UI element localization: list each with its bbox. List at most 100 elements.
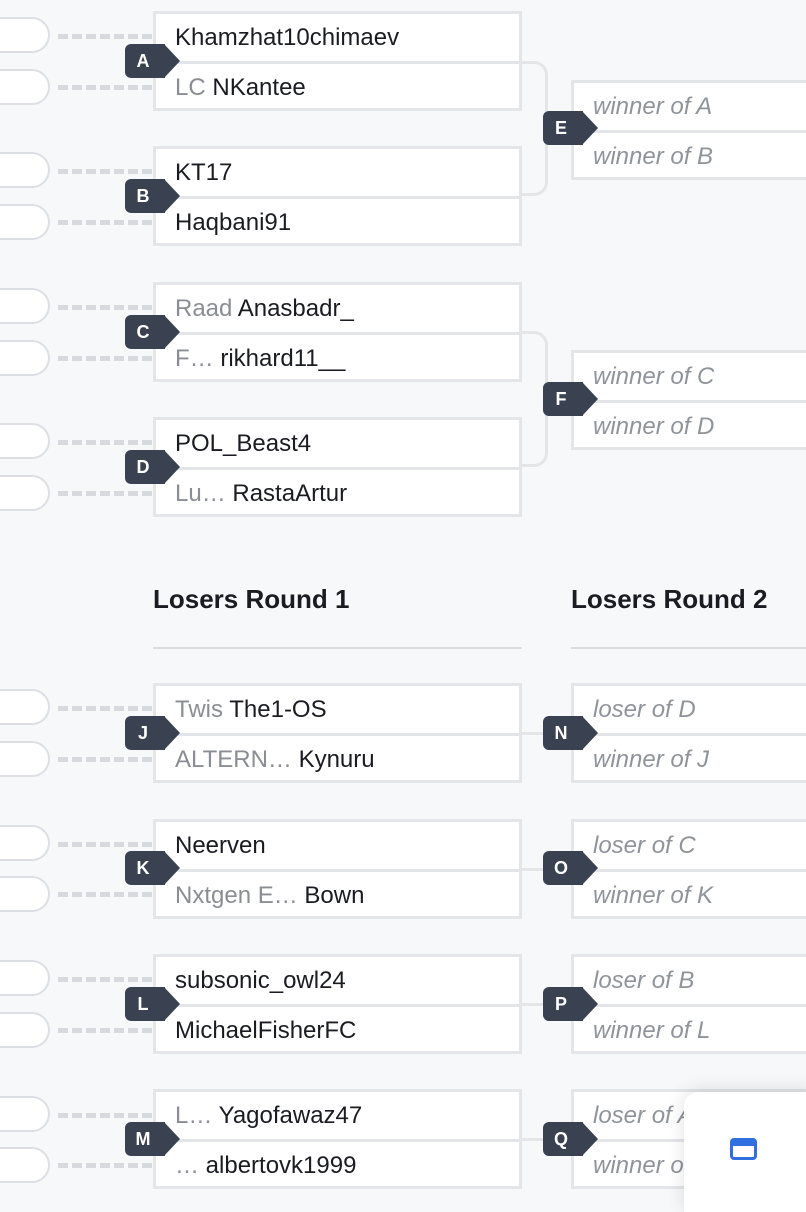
match-card-c[interactable]: Raad Anasbadr_ F… rikhard11__ — [153, 282, 522, 382]
match-card-f[interactable]: winner of C winner of D — [571, 350, 806, 450]
match-badge: K — [125, 851, 180, 885]
player-name: Khamzhat10chimaev — [175, 24, 400, 51]
match-badge: D — [125, 450, 180, 484]
match-badge: Q — [543, 1122, 598, 1156]
player-name: subsonic_owl24 — [175, 967, 346, 994]
match-slot[interactable]: Haqbani91 — [156, 199, 519, 246]
match-slot[interactable]: KT17 — [156, 149, 519, 199]
round-divider — [153, 647, 522, 649]
match-slot-placeholder[interactable]: winner of J — [593, 746, 710, 773]
previous-match-connector — [0, 960, 50, 996]
match-slot[interactable]: Lu… RastaArtur — [156, 470, 519, 517]
match-card-b[interactable]: KT17 Haqbani91 — [153, 146, 522, 246]
connector-dash — [58, 85, 152, 90]
player-name: Anasbadr_ — [237, 295, 354, 322]
previous-match-connector — [0, 876, 50, 912]
connector-dash — [58, 1028, 152, 1033]
match-slot[interactable]: MichaelFisherFC — [156, 1007, 519, 1054]
team-tag: ALTERN… — [175, 746, 292, 773]
player-name: KT17 — [175, 159, 233, 186]
match-card-k[interactable]: Neerven Nxtgen E… Bown — [153, 819, 522, 919]
match-slot-placeholder[interactable]: loser of C — [574, 822, 806, 872]
previous-match-connector — [0, 152, 50, 188]
player-name: POL_Beast4 — [175, 430, 312, 457]
player-name: RastaArtur — [232, 480, 348, 507]
connector-dash — [58, 1113, 152, 1118]
match-slot-placeholder[interactable]: winner of C — [574, 353, 806, 403]
previous-match-connector — [0, 288, 50, 324]
match-slot[interactable]: POL_Beast4 — [156, 420, 519, 470]
match-badge: C — [125, 315, 180, 349]
previous-match-connector — [0, 340, 50, 376]
match-slot-placeholder[interactable]: loser of B — [574, 957, 806, 1007]
window-icon — [730, 1138, 757, 1160]
team-tag: Nxtgen E… — [175, 882, 298, 909]
match-slot[interactable]: ALTERN… Kynuru — [156, 736, 519, 783]
team-tag: F… — [175, 345, 214, 372]
match-slot-placeholder[interactable]: winner of D — [593, 413, 715, 440]
connector-dash — [58, 757, 152, 762]
player-name: Neerven — [175, 832, 266, 859]
previous-match-connector — [0, 825, 50, 861]
player-name: The1-OS — [229, 696, 327, 723]
connector-dash — [58, 977, 152, 982]
match-badge: B — [125, 179, 180, 213]
match-slot[interactable]: Khamzhat10chimaev — [156, 14, 519, 64]
match-slot-placeholder[interactable]: winner of B — [593, 143, 714, 170]
match-slot-placeholder[interactable]: winner of K — [593, 882, 714, 909]
connector-dash — [58, 440, 152, 445]
match-card-m[interactable]: L… Yagofawaz47 … albertovk1999 — [153, 1089, 522, 1189]
player-name: Yagofawaz47 — [218, 1102, 363, 1129]
match-badge: M — [125, 1122, 180, 1156]
match-slot[interactable]: L… Yagofawaz47 — [156, 1092, 519, 1142]
match-badge: N — [543, 716, 598, 750]
match-badge: P — [543, 987, 598, 1021]
match-card-p[interactable]: loser of B winner of L — [571, 954, 806, 1054]
player-name: MichaelFisherFC — [175, 1017, 357, 1044]
connector-dash — [58, 892, 152, 897]
match-slot[interactable]: Twis The1-OS — [156, 686, 519, 736]
connector-dash — [58, 169, 152, 174]
player-name: NKantee — [212, 74, 306, 101]
match-card-n[interactable]: loser of D winner of J — [571, 683, 806, 783]
match-slot[interactable]: Neerven — [156, 822, 519, 872]
match-slot-placeholder[interactable]: loser of D — [574, 686, 806, 736]
match-card-j[interactable]: Twis The1-OS ALTERN… Kynuru — [153, 683, 522, 783]
connector-dash — [58, 305, 152, 310]
match-badge: E — [543, 111, 598, 145]
match-badge: A — [125, 44, 180, 78]
match-card-a[interactable]: Khamzhat10chimaev LC NKantee — [153, 11, 522, 111]
team-tag: LC — [175, 74, 206, 101]
connector-dash — [58, 34, 152, 39]
team-tag: Lu… — [175, 480, 226, 507]
previous-match-connector — [0, 1012, 50, 1048]
match-card-l[interactable]: subsonic_owl24 MichaelFisherFC — [153, 954, 522, 1054]
match-slot[interactable]: Nxtgen E… Bown — [156, 872, 519, 919]
match-slot-placeholder[interactable]: winner of A — [574, 83, 806, 133]
match-slot-placeholder[interactable]: winner of L — [593, 1017, 711, 1044]
match-card-e[interactable]: winner of A winner of B — [571, 80, 806, 180]
previous-match-connector — [0, 204, 50, 240]
previous-match-connector — [0, 475, 50, 511]
match-slot[interactable]: subsonic_owl24 — [156, 957, 519, 1007]
match-slot[interactable]: LC NKantee — [156, 64, 519, 111]
connector-dash — [58, 220, 152, 225]
match-badge: L — [125, 987, 180, 1021]
player-name: Bown — [304, 882, 365, 909]
floating-window-button[interactable] — [684, 1092, 806, 1212]
player-name: Kynuru — [298, 746, 375, 773]
connector-dash — [58, 1163, 152, 1168]
connector-dash — [58, 356, 152, 361]
match-slot[interactable]: Raad Anasbadr_ — [156, 285, 519, 335]
match-card-d[interactable]: POL_Beast4 Lu… RastaArtur — [153, 417, 522, 517]
match-badge: O — [543, 851, 598, 885]
match-slot[interactable]: … albertovk1999 — [156, 1142, 519, 1189]
match-card-o[interactable]: loser of C winner of K — [571, 819, 806, 919]
round-title-losers-1: Losers Round 1 — [153, 584, 350, 614]
previous-match-connector — [0, 1147, 50, 1183]
previous-match-connector — [0, 1096, 50, 1132]
previous-match-connector — [0, 689, 50, 725]
previous-match-connector — [0, 741, 50, 777]
connector-dash — [58, 842, 152, 847]
match-slot[interactable]: F… rikhard11__ — [156, 335, 519, 382]
